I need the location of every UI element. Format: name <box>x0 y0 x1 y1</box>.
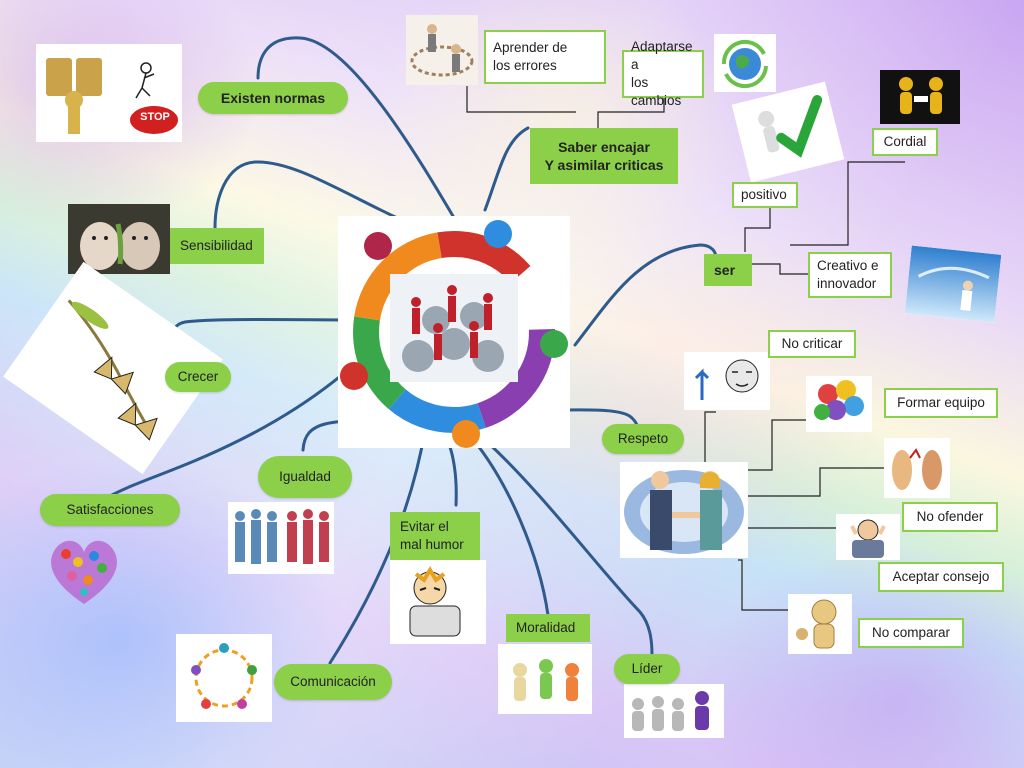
tree-comparar <box>738 559 788 611</box>
node-sensibilidad: Sensibilidad <box>170 228 264 264</box>
arguing-figures-picture <box>884 438 950 498</box>
rules-stop-picture: STOP <box>36 44 182 142</box>
globe-recycle-picture <box>714 34 776 92</box>
link-satisfacciones <box>108 343 377 498</box>
link-existen-normas <box>256 36 462 230</box>
node-adaptarse-cambios: Adaptarse a los cambios <box>622 39 704 108</box>
tree-formar <box>738 419 808 471</box>
thinking-men-picture <box>684 352 770 410</box>
node-evitar-mal-humor: Evitar el mal humor <box>390 512 480 560</box>
tree-positivo <box>744 208 771 252</box>
butterfly-heart-picture <box>44 528 124 612</box>
node-creativo-line1: Creativo e <box>817 258 879 273</box>
node-comunicacion: Comunicación <box>274 664 392 700</box>
node-respeto: Respeto <box>602 424 684 454</box>
comparing-figure-picture <box>788 594 852 654</box>
node-evitar-line2: mal humor <box>400 537 464 552</box>
node-aceptar-consejo: Aceptar consejo <box>878 562 1004 592</box>
central-team-logo <box>338 216 570 448</box>
crowd-people-picture <box>228 502 334 574</box>
handshake-figures-picture <box>880 70 960 124</box>
caterpillar-butterfly-picture <box>3 261 223 475</box>
node-evitar-line1: Evitar el <box>400 519 449 534</box>
link-lider <box>483 438 654 657</box>
node-creativo-line2: innovador <box>817 276 877 291</box>
tree-creativo <box>752 263 808 275</box>
angel-devil-figures-picture <box>498 644 592 714</box>
node-igualdad: Igualdad <box>258 456 352 498</box>
node-aprender-line1: Aprender de <box>493 40 568 55</box>
node-ser: ser <box>704 254 752 286</box>
link-ser <box>573 243 718 347</box>
communication-circle-picture <box>176 634 272 722</box>
node-satisfacciones: Satisfacciones <box>40 494 180 526</box>
tree-cordial <box>790 161 905 246</box>
node-crecer: Crecer <box>165 362 231 392</box>
node-formar-equipo: Formar equipo <box>884 388 998 418</box>
leader-figures-picture <box>624 684 724 738</box>
link-sensibilidad <box>213 160 432 234</box>
tree-adaptarse <box>597 98 665 128</box>
tree-ofender <box>748 467 888 497</box>
business-handshake-picture <box>620 462 748 558</box>
tree-aceptar <box>748 527 839 535</box>
tree-aprender <box>466 86 576 113</box>
angry-man-picture <box>390 560 486 644</box>
team-puzzle-picture <box>806 376 872 432</box>
node-moralidad: Moralidad <box>506 614 590 642</box>
node-cordial: Cordial <box>872 128 938 156</box>
node-saber-line1: Saber encajar <box>558 139 650 155</box>
stop-sign-text: STOP <box>140 111 170 123</box>
node-aprender-line2: los errores <box>493 58 557 73</box>
node-no-ofender: No ofender <box>902 502 998 532</box>
node-positivo: positivo <box>732 182 798 208</box>
node-no-criticar: No criticar <box>768 330 856 358</box>
checkmark-picture <box>731 81 845 183</box>
tree-no-criticar <box>704 411 716 462</box>
link-saber <box>483 126 530 212</box>
node-creativo-innovador: Creativo e innovador <box>808 252 892 298</box>
node-aprender-errores: Aprender de los errores <box>484 30 606 84</box>
node-existen-normas: Existen normas <box>198 82 348 114</box>
node-adaptarse-line1: Adaptarse a <box>631 39 693 72</box>
node-saber-encajar: Saber encajar Y asimilar criticas <box>530 128 678 184</box>
link-comunicacion <box>328 428 427 665</box>
node-saber-line2: Y asimilar criticas <box>544 157 664 173</box>
node-no-comparar: No comparar <box>858 618 964 648</box>
node-adaptarse-line2: los cambios <box>631 75 682 108</box>
link-moralidad <box>463 428 550 617</box>
creative-person-picture <box>904 245 1002 323</box>
node-lider: Líder <box>614 654 680 684</box>
worried-man-picture <box>836 514 900 560</box>
learning-path-picture <box>406 15 478 85</box>
